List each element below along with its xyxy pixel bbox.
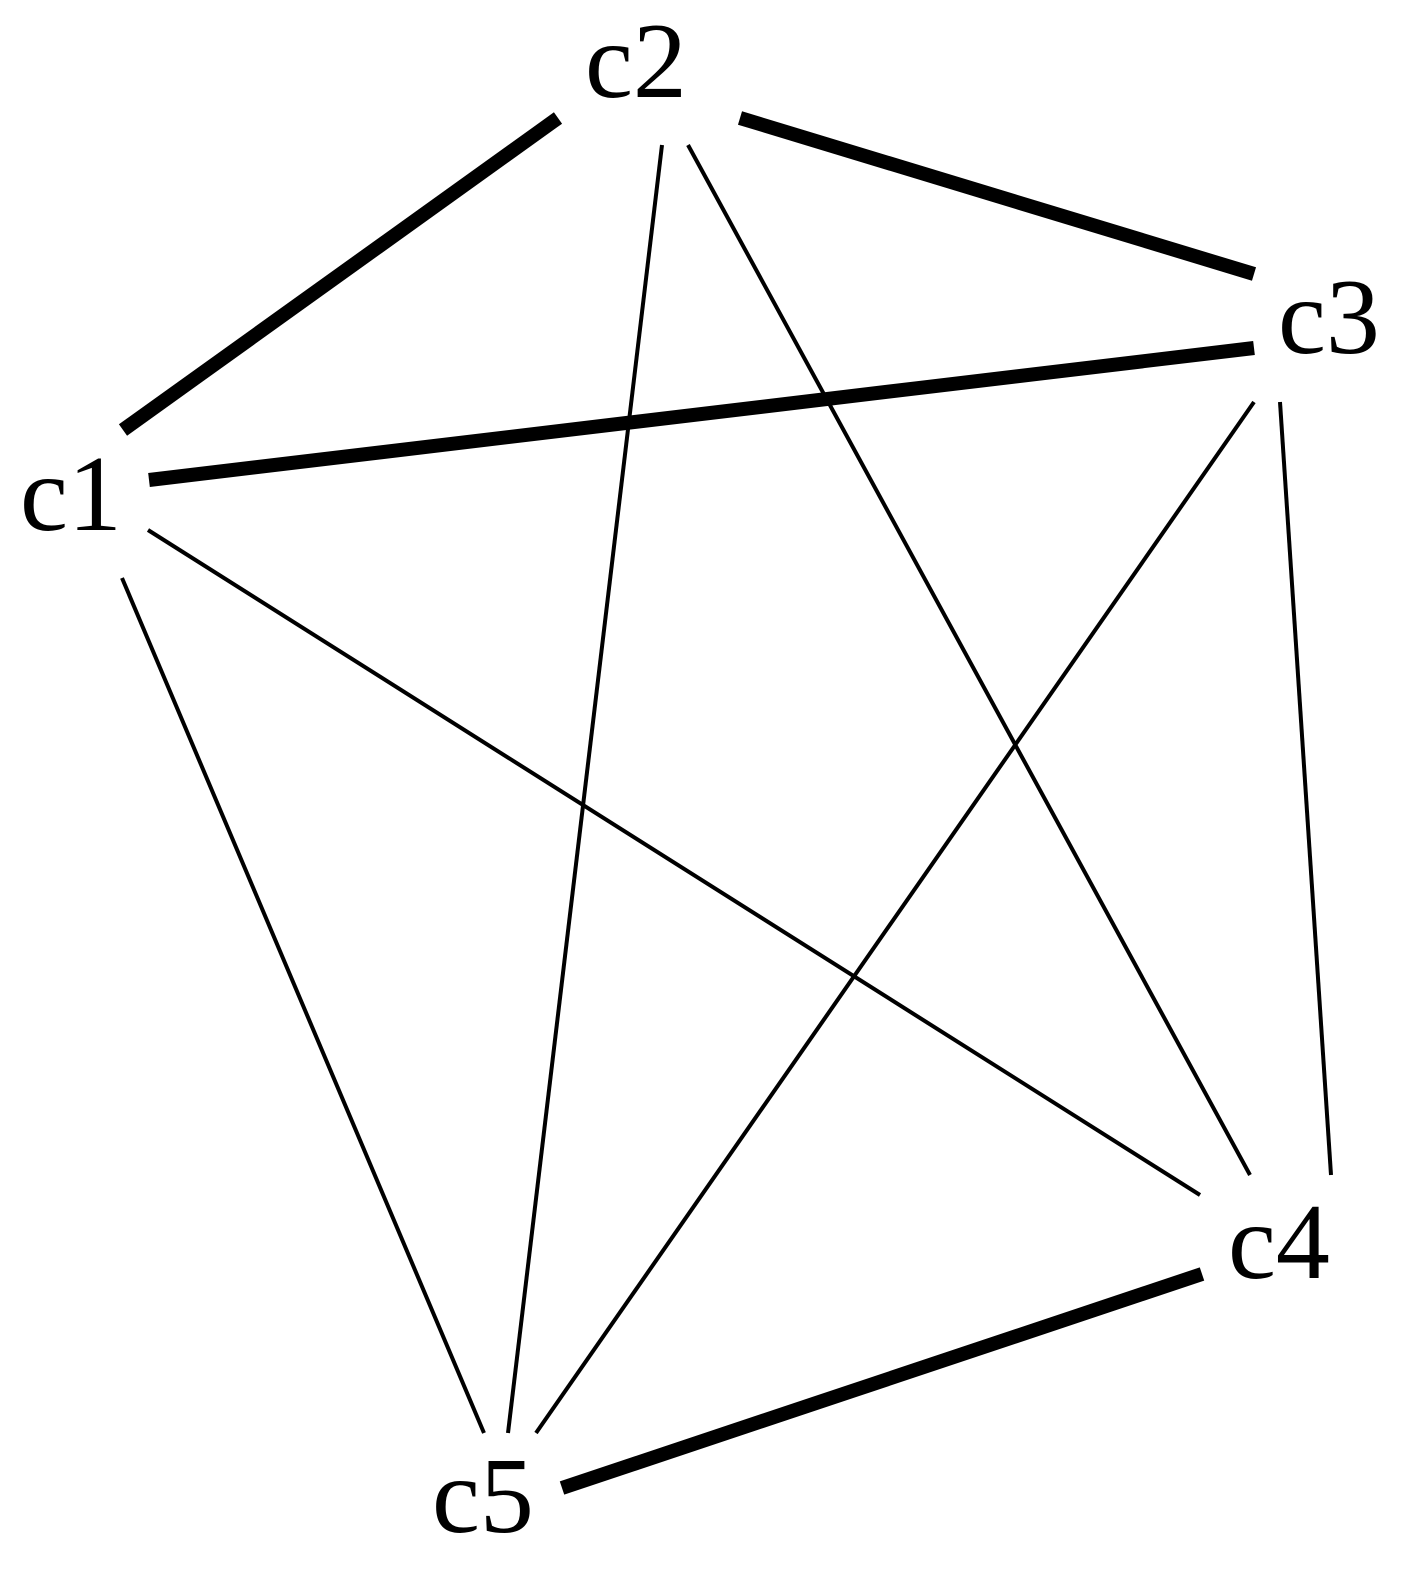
edges-layer [118,111,1333,1495]
edge-c2-c3 [737,111,1257,281]
edge-c1-c4 [146,528,1202,1197]
edge-c2-c5 [506,144,664,1434]
node-label-c4: c4 [1228,1183,1330,1302]
edge-c1-c2 [118,112,563,436]
edge-c3-c4 [1278,401,1333,1176]
labels-layer: c1 c2 c3 c4 c5 [20,2,1380,1556]
node-label-c2: c2 [585,2,687,121]
edge-c1-c3 [148,341,1255,487]
node-label-c5: c5 [432,1437,534,1556]
node-label-c1: c1 [20,435,122,554]
edge-c3-c5 [534,400,1256,1435]
edge-c1-c5 [120,577,486,1434]
edge-c2-c4 [686,144,1252,1176]
edge-c4-c5 [559,1267,1205,1495]
node-label-c3: c3 [1278,258,1380,377]
